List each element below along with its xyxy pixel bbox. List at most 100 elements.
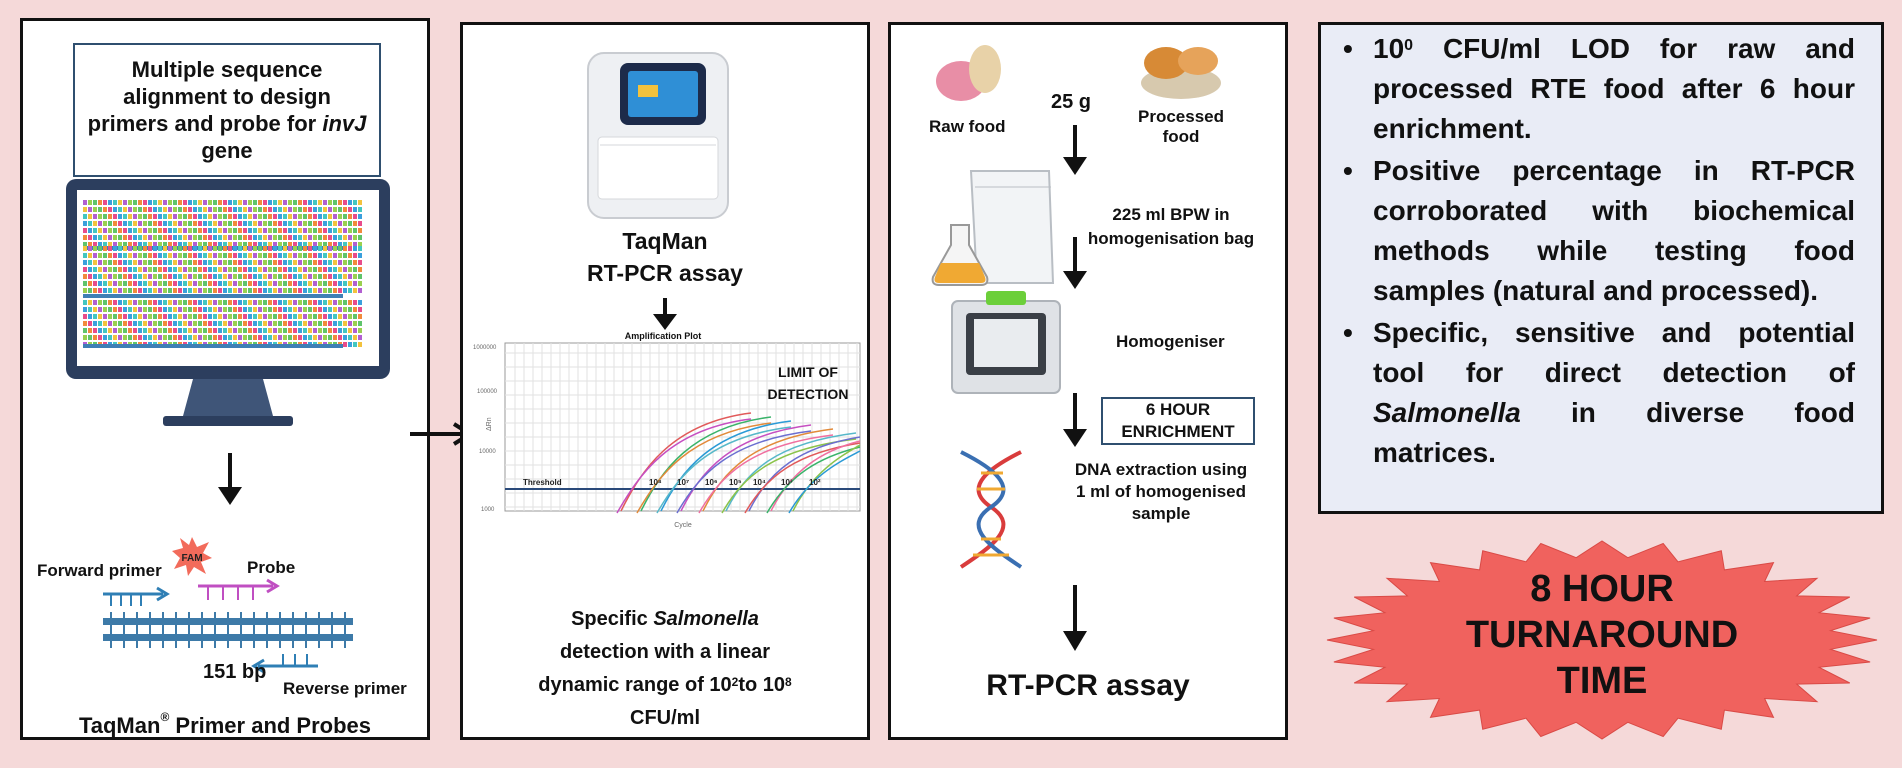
down-arrow-1-head — [218, 487, 242, 505]
down-arrow-3-head — [1063, 157, 1087, 175]
curve-label-7: 10² — [809, 478, 821, 487]
dna-template-diagram — [103, 578, 353, 674]
amplification-curve-9 — [792, 444, 861, 512]
down-arrow-6-head — [1063, 631, 1087, 651]
caption-line-4: CFU/ml — [630, 707, 700, 729]
curve-label-4: 10⁵ — [729, 478, 742, 487]
bpw-line-2: homogenisation bag — [1087, 229, 1255, 248]
bpw-bag-flask-icon — [931, 170, 1055, 286]
sample-prep-panel: Raw food 25 g Processed food 225 ml BPW … — [888, 22, 1288, 740]
caption-line-2: detection with a linear — [559, 641, 771, 663]
dna-line-2: 1 ml of homogenised — [1075, 482, 1247, 501]
caption-line-1: Specific Salmonella — [463, 603, 867, 636]
curve-label-5: 10⁴ — [753, 478, 766, 487]
probe-label: Probe — [247, 558, 296, 577]
finding-2: •Positive percentage in RT-PCR corrobora… — [1343, 155, 1855, 306]
dna-line-3: sample — [1131, 504, 1191, 523]
dna-extraction-label: DNA extraction using 1 ml of homogenised… — [1036, 459, 1286, 525]
caption-exp-1: 2 — [731, 675, 739, 689]
bpw-line-1: 225 ml BPW in — [1112, 205, 1230, 224]
heading-line-4: gene — [201, 138, 253, 163]
enrichment-line-2: ENRICHMENT — [1121, 422, 1235, 441]
amplification-curve-rep-4 — [676, 430, 812, 514]
amplification-curve-rep-3 — [656, 426, 792, 514]
caption-line-1-text: Specific — [571, 608, 654, 630]
turnaround-text: 8 HOUR TURNAROUND TIME — [1322, 566, 1882, 704]
amplification-curve-2 — [640, 416, 772, 512]
heading-line-3: primers and probe for invJ — [88, 110, 367, 137]
curve-label-6: 10³ — [781, 478, 793, 487]
finding-2-text: Positive percentage in RT-PCR corroborat… — [1373, 155, 1855, 306]
down-arrow-5-head — [1063, 429, 1087, 447]
amplification-curve-4 — [680, 424, 812, 512]
turnaround-line-2: TURNAROUND — [1465, 614, 1739, 656]
processed-food-icon — [1141, 47, 1221, 99]
rt-pcr-panel: TaqMan RT-PCR assay Amplification Plot 1… — [460, 22, 870, 740]
monitor-alignment-icon — [66, 179, 390, 426]
assay-title-1: TaqMan — [622, 228, 708, 254]
finding-3-organism: Salmonella — [1373, 397, 1521, 428]
plot-xlabel: Cycle — [674, 522, 692, 529]
processed-line-1: Processed — [1138, 107, 1224, 126]
assay-title-2: RT-PCR assay — [587, 260, 743, 286]
heading-line-2: alignment to design — [123, 84, 331, 109]
ytick-top: 1000000 — [473, 345, 497, 351]
caption-taqman: TaqMan — [78, 713, 161, 738]
homogeniser-icon — [951, 291, 1061, 394]
amplification-curve-3 — [660, 420, 792, 512]
amplification-curve-1 — [620, 412, 752, 512]
caption-registered: ® — [160, 710, 170, 724]
amplicon-length: 151 bp — [203, 661, 267, 683]
amplification-curve-rep-1 — [616, 418, 752, 514]
processed-food-label: Processed food — [1131, 107, 1231, 147]
finding-3-rest: in diverse food matrices. — [1373, 397, 1855, 468]
final-assay-label: RT-PCR assay — [986, 669, 1190, 702]
plot-ylabel: ΔRn — [486, 417, 493, 431]
down-arrow-2 — [663, 298, 667, 318]
amplification-curve-rep-2 — [636, 422, 772, 514]
turnaround-line-1: 8 HOUR — [1530, 568, 1674, 610]
heading-line-3-text: primers and probe for — [87, 111, 317, 136]
heading-line-1: Multiple sequence — [131, 57, 323, 82]
amplification-curve-rep-9 — [788, 450, 861, 514]
finding-1: •100 CFU/ml LOD for raw and processed RT… — [1343, 33, 1855, 144]
enrichment-line-1: 6 HOUR — [1145, 400, 1211, 419]
caption-rest: Primer and Probes — [169, 713, 372, 738]
down-arrow-4 — [1073, 237, 1077, 275]
lod-line-1: LIMIT OF — [778, 364, 838, 380]
down-arrow-3 — [1073, 125, 1077, 163]
caption-exp-2: 8 — [785, 675, 792, 689]
alignment-heading-box: Multiple sequence alignment to design pr… — [73, 43, 381, 177]
key-findings-panel: •100 CFU/ml LOD for raw and processed RT… — [1318, 22, 1884, 514]
amplification-curve-rep-5 — [698, 434, 834, 514]
down-arrow-5 — [1073, 393, 1077, 433]
amplification-curve-8 — [770, 440, 861, 512]
primer-probe-caption: TaqMan® Primer and Probes — [23, 710, 427, 739]
amplification-plot: 1000000 100000 10000 1000 ΔRn Cycle Thre… — [473, 342, 861, 529]
processed-line-2: food — [1162, 127, 1200, 146]
curve-label-2: 10⁷ — [677, 478, 689, 487]
finding-1-base: 10 — [1373, 33, 1405, 64]
caption-line-3-pre: dynamic range of 10 — [538, 674, 732, 696]
fam-starburst-icon: FAM — [172, 537, 212, 576]
plot-title: Amplification Plot — [624, 331, 702, 341]
caption-organism: Salmonella — [653, 608, 759, 630]
amplification-curve-rep-8 — [766, 446, 861, 514]
amplification-curve-6 — [725, 432, 857, 512]
caption-line-3: dynamic range of 102to 108 — [463, 669, 867, 702]
finding-1-exponent: 0 — [1404, 37, 1414, 54]
raw-food-icon — [936, 45, 1001, 101]
amplification-curve-7 — [748, 436, 861, 512]
homogeniser-label: Homogeniser — [1116, 332, 1225, 351]
forward-primer-label: Forward primer — [37, 561, 162, 580]
raw-food-label: Raw food — [929, 117, 1006, 136]
threshold-label: Threshold — [523, 478, 562, 487]
dna-helix-icon — [959, 450, 1023, 569]
sample-weight: 25 g — [1051, 91, 1092, 113]
ytick-low: 10000 — [479, 449, 496, 455]
fam-text: FAM — [181, 553, 202, 564]
turnaround-line-3: TIME — [1556, 660, 1648, 702]
lod-label: LIMIT OF DETECTION — [743, 361, 873, 405]
enrichment-box: 6 HOUR ENRICHMENT — [1101, 397, 1255, 445]
